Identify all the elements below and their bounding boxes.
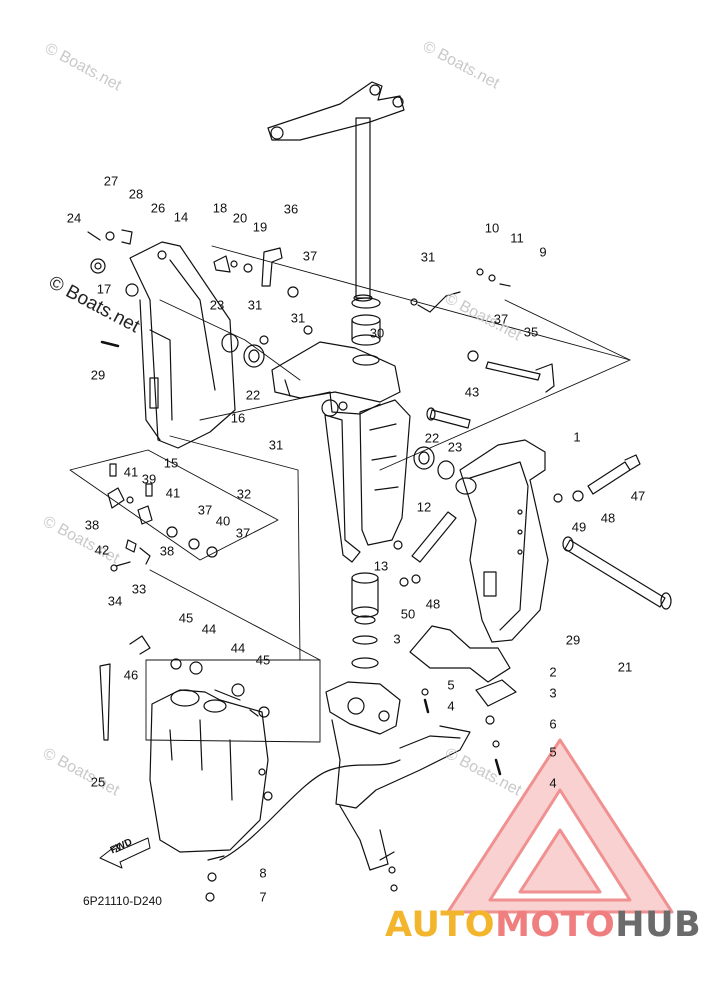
part-callout: 6 [549, 716, 557, 732]
part-callout: 48 [425, 596, 441, 612]
part-callout: 13 [373, 558, 389, 574]
part-callout: 50 [400, 606, 416, 622]
part-callout: 41 [123, 464, 139, 480]
part-callout: 30 [369, 325, 385, 341]
part-callout: 20 [232, 210, 248, 226]
part-callout: 12 [416, 499, 432, 515]
part-callout: 34 [107, 593, 123, 609]
part-callout: 22 [424, 430, 440, 446]
brand-part-moto: MOTO [495, 905, 616, 945]
part-callout: 5 [549, 744, 557, 760]
part-callout: 11 [510, 230, 524, 246]
part-callout: 31 [290, 310, 306, 326]
part-callout: 37 [197, 502, 213, 518]
part-callout: 28 [128, 186, 144, 202]
part-callout: 29 [90, 367, 106, 383]
brand-logo-text: AUTOMOTOHUB [385, 905, 701, 945]
part-callout: 36 [283, 201, 299, 217]
part-callout: 29 [565, 632, 581, 648]
part-callout: 8 [259, 865, 267, 881]
part-callout: 38 [159, 543, 175, 559]
part-callout: 35 [523, 324, 539, 340]
part-callout: 27 [103, 173, 119, 189]
part-callout: 45 [178, 610, 194, 626]
part-callout: 33 [131, 581, 147, 597]
part-callout: 49 [571, 519, 587, 535]
part-callout: 7 [259, 889, 267, 905]
part-callout: 21 [617, 659, 633, 675]
part-callout: 38 [84, 517, 100, 533]
part-callout: 1 [573, 429, 581, 445]
part-callout: 48 [600, 510, 616, 526]
part-callout: 15 [163, 455, 179, 471]
part-callout: 3 [393, 631, 401, 647]
part-callout: 31 [420, 249, 436, 265]
part-callout: 16 [230, 410, 246, 426]
part-callout: 41 [165, 485, 181, 501]
part-callout: 40 [215, 513, 231, 529]
part-callout: 37 [235, 525, 251, 541]
part-callout: 4 [549, 775, 557, 791]
brand-part-hub: HUB [615, 905, 702, 945]
part-callout: 19 [252, 219, 268, 235]
part-callout: 43 [464, 384, 480, 400]
part-callout: 17 [96, 281, 112, 297]
part-callout: 39 [141, 471, 157, 487]
brand-part-auto: AUTO [385, 905, 496, 945]
part-callout: 45 [255, 652, 271, 668]
part-callout: 5 [447, 677, 455, 693]
part-callout: 31 [247, 297, 263, 313]
part-callout: 24 [66, 210, 82, 226]
part-callout: 26 [150, 200, 166, 216]
part-callout: 37 [493, 311, 509, 327]
part-callout: 44 [201, 621, 217, 637]
part-callout: 18 [212, 200, 228, 216]
part-callout: 25 [90, 774, 106, 790]
part-callout: 10 [484, 220, 500, 236]
part-callout: 23 [209, 297, 225, 313]
part-callout: 32 [236, 486, 252, 502]
part-callout: 37 [302, 248, 318, 264]
part-callout: 46 [123, 667, 139, 683]
part-callout: 9 [539, 244, 547, 260]
part-callout: 31 [268, 437, 284, 453]
part-callout: 47 [630, 488, 646, 504]
part-callout: 2 [549, 664, 557, 680]
part-callout: 22 [245, 387, 261, 403]
diagram-code: 6P21110-D240 [83, 894, 162, 908]
part-callout: 3 [549, 685, 557, 701]
part-callout: 44 [230, 640, 246, 656]
part-callout: 23 [447, 439, 463, 455]
part-callout: 4 [447, 698, 455, 714]
part-callout: 42 [94, 542, 110, 558]
part-callout: 14 [173, 209, 189, 225]
